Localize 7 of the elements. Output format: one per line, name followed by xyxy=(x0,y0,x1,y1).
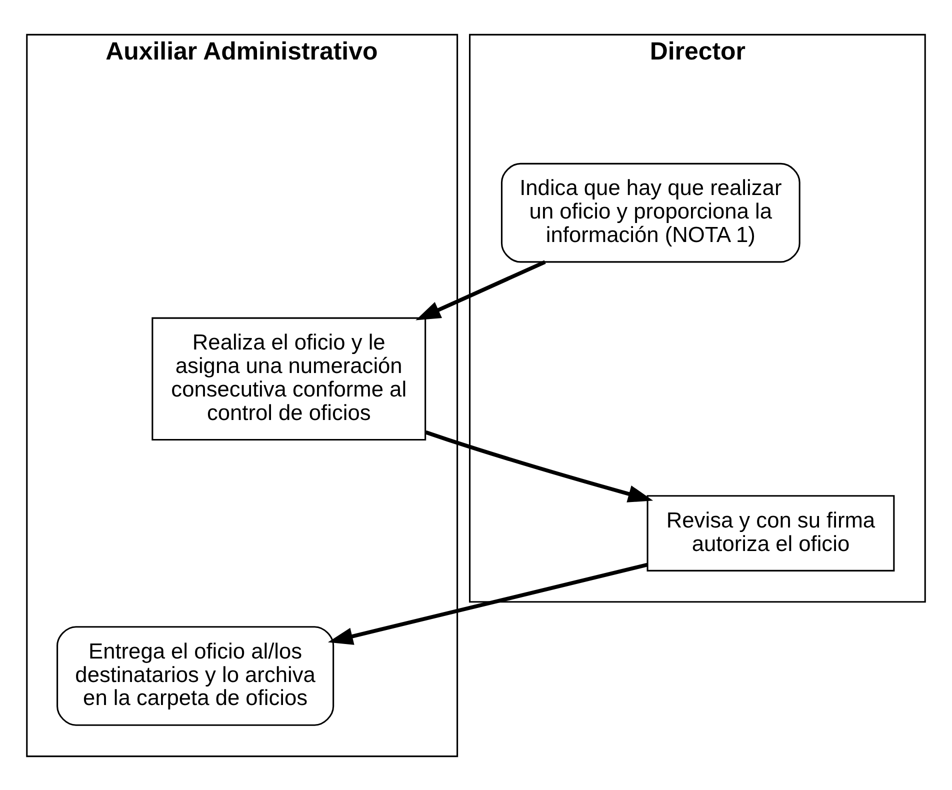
node-box: Entrega el oficio al/los destinatarios y lo archiva en la carpeta de oficios xyxy=(56,626,334,726)
arrow xyxy=(416,260,546,320)
arrow xyxy=(328,562,648,644)
node-box: Revisa y con su firma autoriza el oficio xyxy=(646,494,895,571)
node-box: Realiza el oficio y le asigna una numeración consecutiva conforme al control de oficios xyxy=(152,316,426,440)
node-box: Indica que hay que realizar un oficio y proporciona la información (NOTA 1) xyxy=(500,162,800,262)
arrow xyxy=(425,430,654,502)
